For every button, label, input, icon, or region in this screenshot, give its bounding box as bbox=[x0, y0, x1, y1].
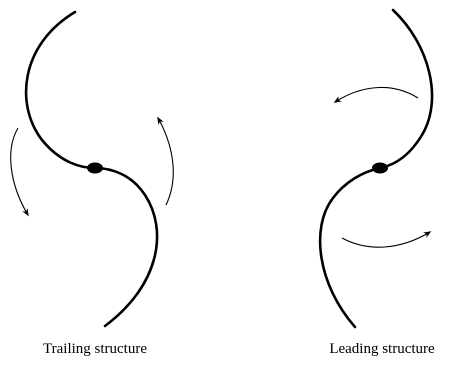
trailing-nucleus bbox=[87, 162, 103, 174]
leading-upper-arm bbox=[378, 8, 434, 170]
leading-nucleus bbox=[372, 162, 388, 174]
leading-lower-arm bbox=[318, 166, 382, 329]
trailing-structure-panel bbox=[10, 10, 174, 328]
trailing-left-rotation-arrow bbox=[10, 127, 29, 217]
trailing-structure-caption: Trailing structure bbox=[43, 341, 147, 357]
trailing-lower-arm bbox=[93, 166, 159, 328]
trailing-right-rotation-arrow bbox=[157, 116, 174, 206]
leading-upper-rotation-arrow bbox=[333, 87, 419, 103]
leading-structure-caption: Leading structure bbox=[329, 341, 435, 357]
leading-lower-rotation-arrow bbox=[341, 231, 432, 248]
leading-structure-panel bbox=[318, 8, 434, 329]
trailing-upper-arm bbox=[24, 10, 97, 170]
